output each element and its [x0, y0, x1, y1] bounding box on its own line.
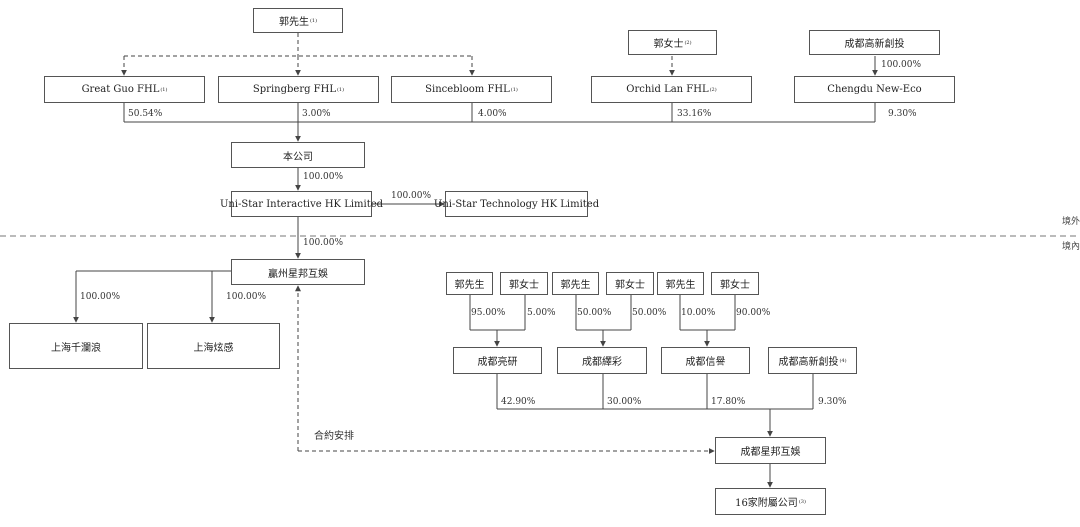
node-cd-xinyu: 成都信譽: [661, 347, 750, 374]
node-guo-top: 郭先生(1): [253, 8, 343, 33]
node-company: 本公司: [231, 142, 365, 168]
label-company-to-interactive: 100.00%: [303, 172, 344, 182]
node-sincebloom: Sincebloom FHL(1): [391, 76, 552, 103]
label-springberg-pct: 3.00%: [302, 109, 331, 119]
node-chengdu-hitech-top: 成都高新創投: [809, 30, 940, 55]
node-shanghai-qianlan: 上海千瀾浪: [9, 323, 143, 369]
label-yicai-pct: 30.00%: [607, 397, 642, 407]
label-sincebloom-pct: 4.00%: [478, 109, 507, 119]
node-unistar-tech: Uni-Star Technology HK Limited: [434, 191, 599, 217]
label-interactive-to-ganzhou: 100.00%: [303, 238, 344, 248]
label-p6-pct: 90.00%: [736, 308, 771, 318]
label-contract: 合約安排: [314, 431, 354, 442]
node-subsidiaries: 16家附屬公司(3): [715, 488, 826, 515]
node-ms-guo-top: 郭女士(2): [628, 30, 717, 55]
label-neweco-own: 100.00%: [881, 60, 922, 70]
node-holder-guo-3: 郭先生: [657, 272, 704, 295]
node-ganzhou: 贏州星邦互娛: [231, 259, 365, 285]
node-springberg: Springberg FHL(1): [218, 76, 379, 103]
node-cd-yicai: 成都繹彩: [557, 347, 647, 374]
node-holder-ms-guo-2: 郭女士: [606, 272, 654, 295]
node-holder-ms-guo-3: 郭女士: [711, 272, 759, 295]
label-interactive-to-tech: 100.00%: [391, 191, 432, 201]
label-p1-pct: 95.00%: [471, 308, 506, 318]
node-great-guo: Great Guo FHL(1): [44, 76, 205, 103]
node-cd-xingbang: 成都星邦互娛: [715, 437, 826, 464]
node-chengdu-neweco: Chengdu New-Eco: [794, 76, 955, 103]
label-great-guo-pct: 50.54%: [128, 109, 163, 119]
label-p2-pct: 5.00%: [527, 308, 556, 318]
label-ganzhou-to-qianlan: 100.00%: [80, 292, 121, 302]
label-offshore: 境外: [1062, 217, 1080, 227]
label-liangyan-pct: 42.90%: [501, 397, 536, 407]
label-hitech-pct: 9.30%: [818, 397, 847, 407]
label-orchid-pct: 33.16%: [677, 109, 712, 119]
label-p5-pct: 10.00%: [681, 308, 716, 318]
node-unistar-interactive: Uni-Star Interactive HK Limited: [220, 191, 383, 217]
label-neweco-pct: 9.30%: [888, 109, 917, 119]
label-ganzhou-to-xiangan: 100.00%: [226, 292, 267, 302]
node-shanghai-xiangan: 上海炫感: [147, 323, 280, 369]
label-onshore: 境內: [1062, 242, 1080, 252]
label-xinyu-pct: 17.80%: [711, 397, 746, 407]
label-p3-pct: 50.00%: [577, 308, 612, 318]
node-holder-guo-2: 郭先生: [552, 272, 599, 295]
node-orchid: Orchid Lan FHL(2): [591, 76, 752, 103]
node-holder-ms-guo-1: 郭女士: [500, 272, 548, 295]
label-p4-pct: 50.00%: [632, 308, 667, 318]
node-cd-liangyan: 成都亮研: [453, 347, 542, 374]
node-cd-hitech-bottom: 成都高新創投(4): [768, 347, 857, 374]
node-holder-guo-1: 郭先生: [446, 272, 493, 295]
